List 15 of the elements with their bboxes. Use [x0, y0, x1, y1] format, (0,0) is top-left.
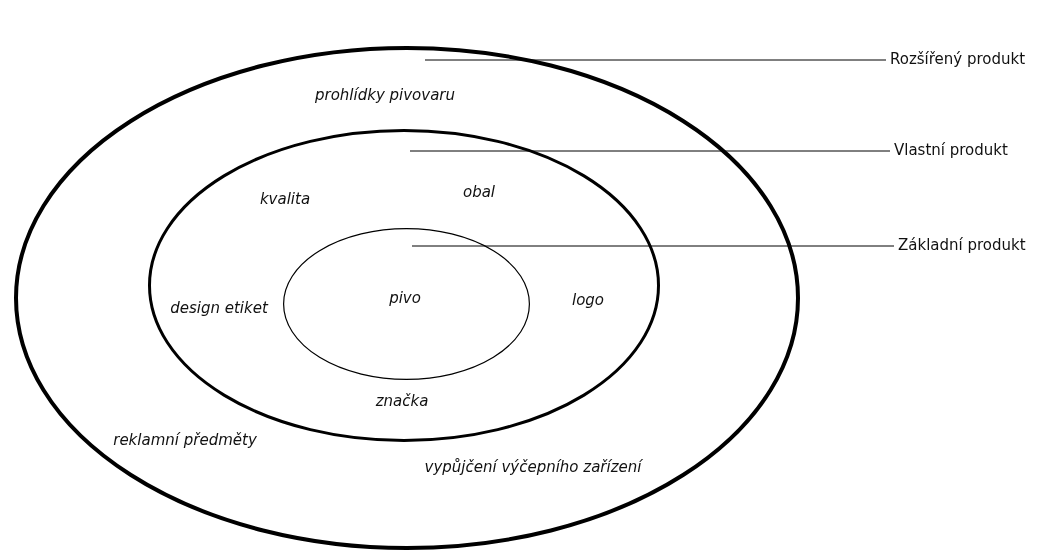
ring-item-label: kvalita — [259, 190, 311, 208]
ring-item-label: obal — [462, 183, 496, 201]
ring-item-label: pivo — [389, 289, 421, 307]
leader-line — [409, 150, 891, 152]
ring-item-label: prohlídky pivovaru — [315, 86, 455, 104]
leader-line — [411, 245, 895, 247]
ring-item-label: reklamní předměty — [113, 431, 257, 449]
level-label: Vlastní produkt — [894, 141, 1008, 159]
ring-item-label: design etiket — [170, 299, 268, 317]
leader-line — [424, 59, 887, 61]
level-label: Rozšířený produkt — [890, 50, 1026, 68]
ring-item-label: značka — [375, 392, 429, 410]
ring-item-label: logo — [572, 291, 604, 309]
ring-item-label: vypůjčení výčepního zařízení — [424, 458, 642, 476]
level-label: Základní produkt — [898, 236, 1026, 254]
